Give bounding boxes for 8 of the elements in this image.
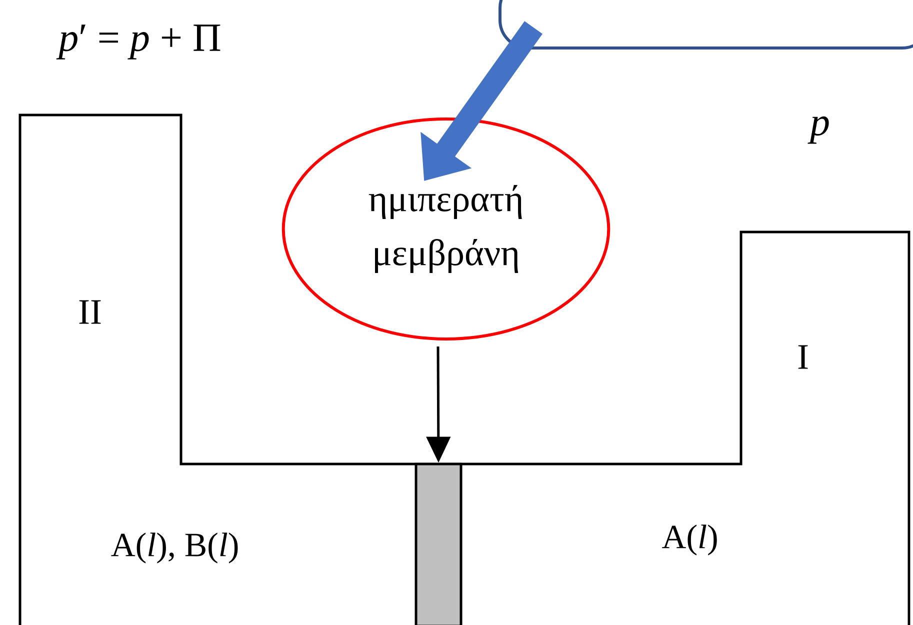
rounded-box	[498, 0, 913, 50]
membrane-bar	[414, 462, 462, 625]
formula-label: p′ = p + Π	[56, 24, 220, 60]
chamber-label: II	[79, 300, 101, 324]
pressure-label: p	[808, 116, 829, 144]
chamber-label: I	[798, 345, 808, 369]
solution-label: A(l)	[662, 524, 717, 556]
solution-label: A(l), B(l)	[111, 532, 238, 564]
